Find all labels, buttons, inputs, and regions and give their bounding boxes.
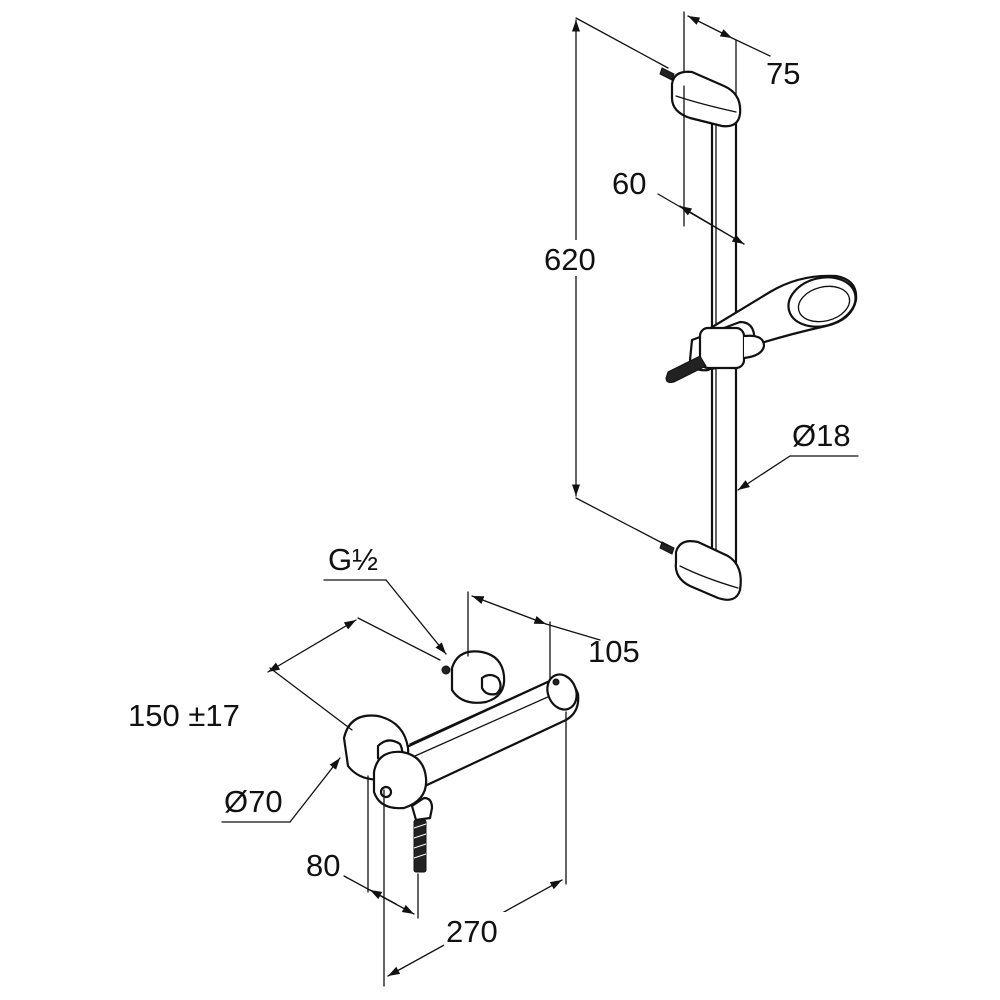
label-valve-width: 270 — [446, 914, 498, 949]
rail-slider — [698, 326, 746, 370]
dim-thread: G½ — [323, 542, 447, 655]
label-rail-diameter: Ø18 — [792, 418, 851, 453]
dim-valve-width: 270 — [383, 711, 567, 987]
dim-escutcheon-diameter: Ø70 — [221, 757, 341, 823]
dim-rail-depth: 75 — [683, 11, 800, 97]
label-valve-depth: 105 — [588, 634, 640, 669]
label-centers: 150 ±17 — [128, 698, 240, 733]
dim-rail-height: 620 — [540, 17, 669, 547]
rail-top-bracket — [659, 67, 742, 128]
hand-shower — [665, 274, 858, 383]
label-rail-spacing: 60 — [612, 166, 646, 201]
dim-rail-spacing: 60 — [612, 85, 745, 245]
label-rail-height: 620 — [544, 242, 596, 277]
label-outlet-offset: 80 — [306, 848, 340, 883]
rear-escutcheon — [441, 650, 506, 704]
dim-outlet-offset: 80 — [306, 775, 419, 919]
valve-body — [386, 673, 580, 794]
label-rail-depth: 75 — [766, 56, 800, 91]
dim-valve-depth: 105 — [467, 591, 640, 681]
dim-rail-diameter: Ø18 — [737, 418, 859, 491]
rail-bottom-bracket — [659, 540, 742, 601]
dim-centers: 150 ±17 — [128, 617, 441, 733]
valve-handle — [372, 750, 428, 810]
hose-outlet — [410, 796, 434, 873]
label-escutcheon-diameter: Ø70 — [224, 784, 283, 819]
label-thread: G½ — [328, 542, 378, 577]
shower-rail — [659, 67, 858, 601]
thermostat-valve — [342, 650, 580, 873]
